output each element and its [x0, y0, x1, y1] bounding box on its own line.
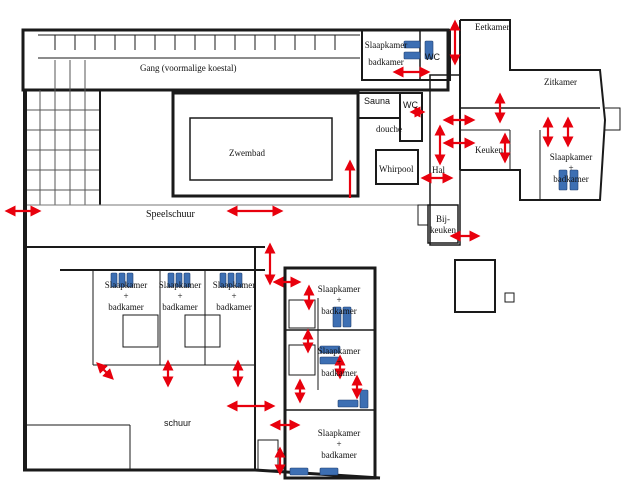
room-label-slaapkamer-2: Slaapkamer + badkamer: [158, 280, 202, 312]
passage-arrows: [4, 19, 574, 476]
room-label-sauna: Sauna: [364, 96, 391, 106]
room-label-hal: Hal: [432, 165, 445, 175]
room-label-slaapkamer-6: Slaapkamer + badkamer: [317, 428, 361, 460]
room-label-keuken: Keuken: [475, 145, 503, 155]
wall-pool-hall: [171, 91, 360, 198]
room-label-bijkeuken: Bij- keuken: [430, 214, 456, 235]
room-label-speelschuur: Speelschuur: [146, 209, 195, 220]
room-label-wc-top: WC: [425, 52, 440, 62]
room-label-slaapkamer-1: Slaapkamer + badkamer: [104, 280, 148, 312]
room-label-schuur: schuur: [164, 418, 192, 428]
room-label-douche: douche: [376, 124, 402, 134]
pool-basin: [189, 117, 333, 181]
room-label-whirlpool: Whirpool: [379, 164, 414, 174]
room-label-zwembad: Zwembad: [229, 148, 265, 158]
room-label-zitkamer: Zitkamer: [544, 77, 577, 87]
beds: [110, 40, 579, 476]
wall-west: [23, 90, 27, 470]
room-label-slaapkamer-top: Slaapkamer badkamer: [364, 40, 408, 67]
room-label-slaapkamer-4: Slaapkamer + badkamer: [317, 284, 361, 316]
room-label-slaapkamer-3: Slaapkamer + badkamer: [212, 280, 256, 312]
room-label-gang: Gang (voormalige koestal): [140, 63, 237, 73]
room-label-wc-sauna: WC: [403, 100, 418, 110]
room-label-eetkamer: Eetkamer: [475, 22, 510, 32]
wall-east-bedrooms: [283, 266, 377, 480]
wall-gang: [21, 28, 450, 92]
walls: [21, 19, 621, 480]
room-label-slaapkamer-east: Slaapkamer + badkamer: [549, 152, 593, 184]
room-label-slaapkamer-5: Slaapkamer + badkamer: [317, 346, 361, 378]
